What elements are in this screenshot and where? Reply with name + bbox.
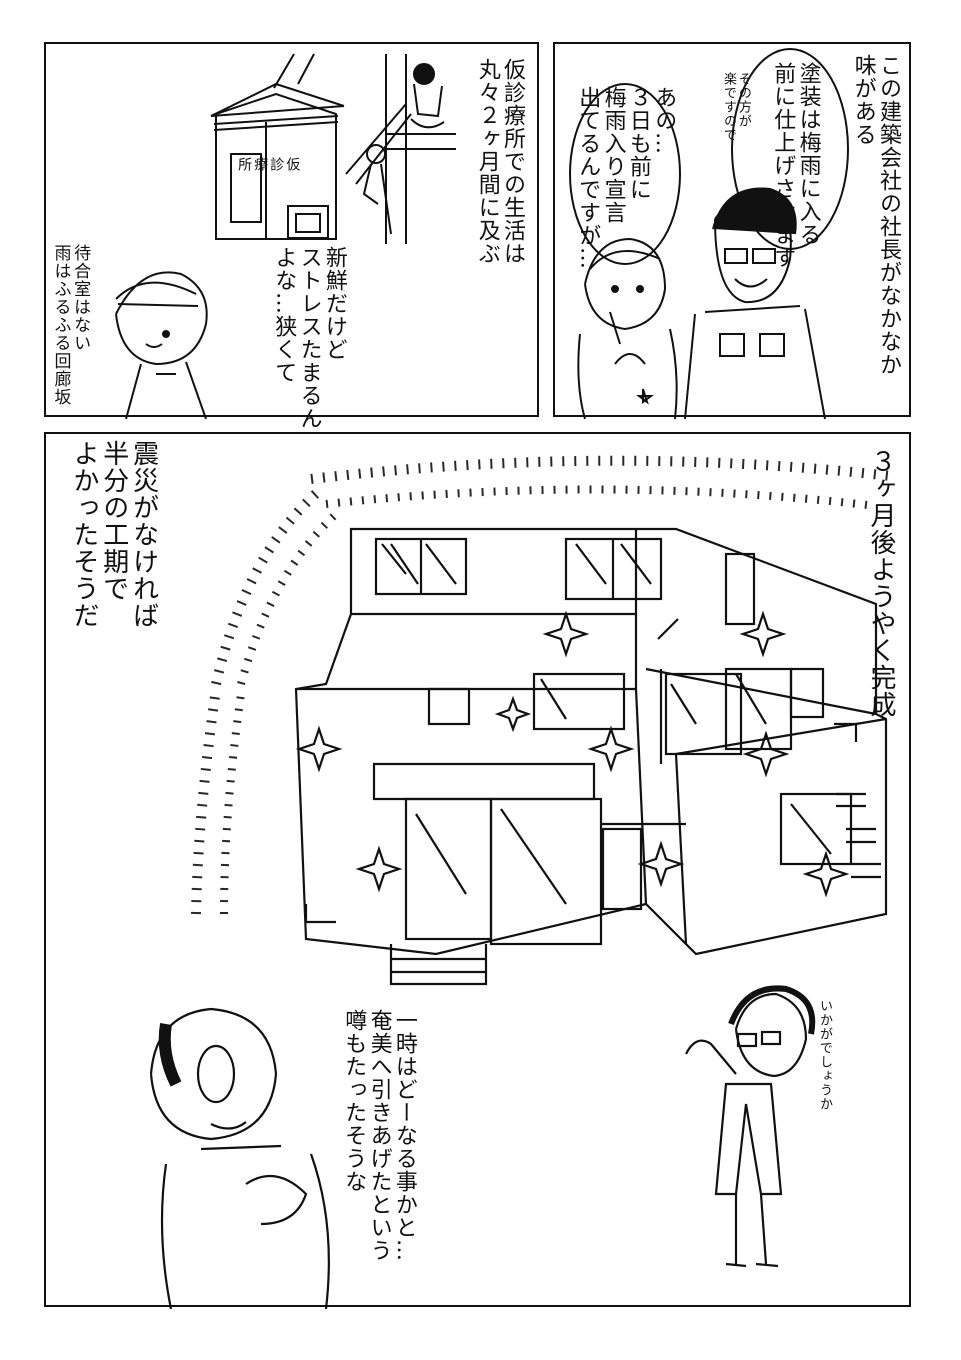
completed-building-drawing bbox=[149, 455, 892, 1309]
narration-completed: ３ヶ月後ようやく完成 bbox=[866, 448, 896, 718]
doctor-thought-stress: 新鮮だけど ストレスたまるんだ よな…狭くて bbox=[271, 246, 347, 453]
clinic-sign: 仮 診 療 所 bbox=[236, 157, 301, 172]
president-and-doctor-drawing bbox=[569, 48, 849, 419]
temp-clinic-drawing bbox=[115, 53, 456, 419]
doctor-thought-rumor: 一時はどーなる事かと… 奄美へ引きあげたという 噂もたったそうな bbox=[341, 1009, 417, 1262]
side-note-waiting-room: 待合室はない 雨はふるふる回廊坂 bbox=[50, 244, 91, 406]
narration-clinic-duration: 仮診療所での生活は 丸々２ヶ月間に及ぶ bbox=[474, 58, 525, 265]
narration-president: この建築会社の社長がなかなか 味がある bbox=[850, 54, 901, 376]
president-speech-how-is-it: いかがでしょうか bbox=[816, 999, 832, 1111]
president-speech: 塗装は梅雨に入る 前に仕上げさせます bbox=[770, 62, 821, 269]
panel-bottom: ３ヶ月後ようやく完成 震災がなければ 半分の工期で よかったそうだ いかがでしょ… bbox=[44, 432, 911, 1309]
panel-top-left: 仮 診 療 所 仮診療所での生活は 丸々２ヶ月間に及ぶ 新鮮だけど ストレスたま… bbox=[44, 42, 539, 453]
doctor-speech-rainy-season: あの… ３日も前に 梅雨入り宣言 出てるんですが… bbox=[575, 86, 677, 270]
president-aside: その方が 楽ですので bbox=[720, 72, 751, 142]
panel-top-right: この建築会社の社長がなかなか 味がある 塗装は梅雨に入る 前に仕上げさせます そ… bbox=[553, 42, 911, 419]
narration-construction-period: 震災がなければ 半分の工期で よかったそうだ bbox=[68, 440, 159, 629]
